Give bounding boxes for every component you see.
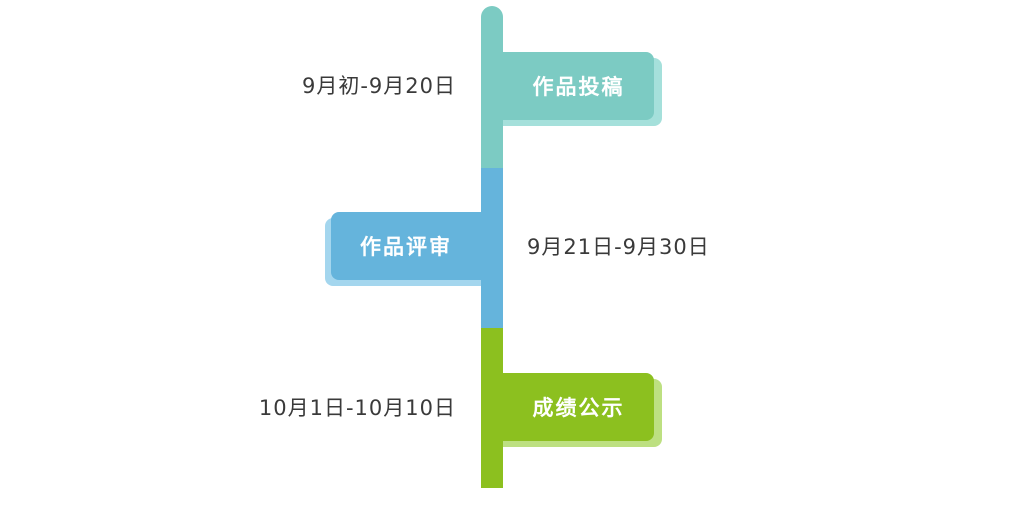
- stage-2-tag: 作品评审: [331, 212, 481, 280]
- timeline-axis-segment-1: [481, 6, 503, 168]
- stage-3-tag: 成绩公示: [503, 373, 654, 441]
- stage-2-date: 9月21日-9月30日: [527, 235, 710, 259]
- stage-3-date: 10月1日-10月10日: [258, 396, 456, 420]
- stage-1-date: 9月初-9月20日: [301, 74, 456, 98]
- timeline-axis-segment-2: [481, 168, 503, 328]
- stage-2-label: 作品评审: [360, 235, 452, 259]
- timeline-axis-segment-3: [481, 328, 503, 488]
- stage-3-label: 成绩公示: [532, 396, 625, 420]
- stage-1-label: 作品投稿: [532, 75, 625, 99]
- stage-1-tag: 作品投稿: [503, 52, 654, 120]
